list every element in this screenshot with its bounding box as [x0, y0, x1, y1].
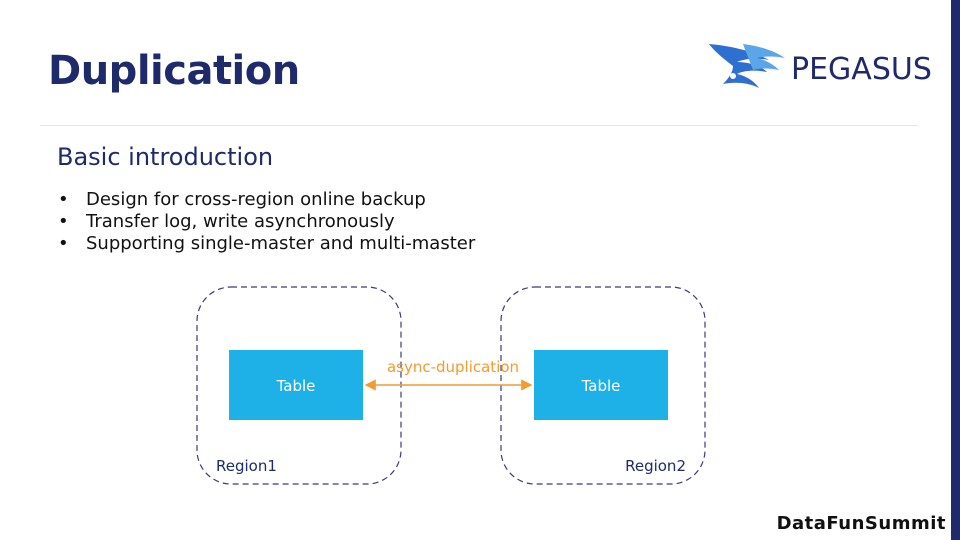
- pegasus-logo: PEGASUS: [703, 38, 933, 94]
- region2-label: Region2: [625, 457, 686, 475]
- async-duplication-label: async-duplication: [387, 358, 519, 376]
- pegasus-wing-icon: [709, 44, 785, 88]
- region1-label: Region1: [216, 457, 277, 475]
- bullet-text: Supporting single-master and multi-maste…: [86, 233, 476, 254]
- footer-brand: DataFunSummit: [776, 513, 946, 534]
- list-item: • Transfer log, write asynchronously: [58, 211, 475, 233]
- accent-bar: [951, 0, 960, 540]
- title-divider: [40, 125, 918, 126]
- section-heading: Basic introduction: [57, 143, 274, 171]
- table-label-right: Table: [581, 377, 621, 395]
- bullet-text: Transfer log, write asynchronously: [86, 211, 395, 232]
- bullet-icon: •: [58, 211, 69, 232]
- list-item: • Supporting single-master and multi-mast…: [58, 233, 475, 255]
- table-box-right: [534, 350, 668, 420]
- bullet-icon: •: [58, 233, 69, 254]
- table-box-left: [229, 350, 363, 420]
- slide-title: Duplication: [48, 48, 300, 94]
- bullet-list: • Design for cross-region online backup •…: [58, 189, 475, 255]
- list-item: • Design for cross-region online backup: [58, 189, 475, 211]
- table-label-left: Table: [276, 377, 316, 395]
- pegasus-wordmark: PEGASUS: [791, 52, 932, 87]
- bullet-text: Design for cross-region online backup: [86, 189, 426, 210]
- bullet-icon: •: [58, 189, 69, 210]
